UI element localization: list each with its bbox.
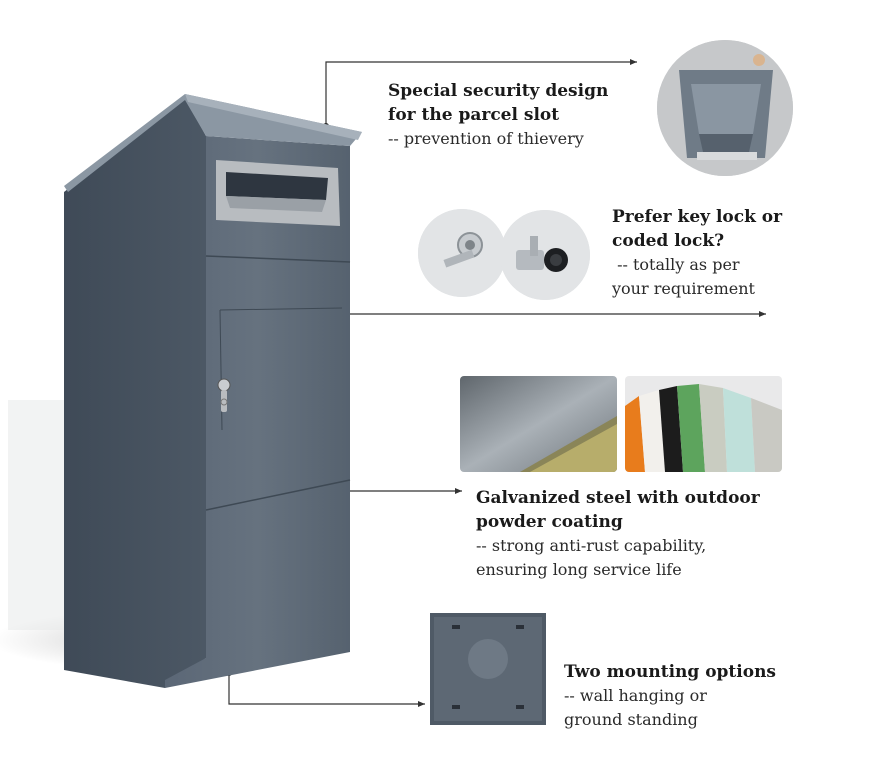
mounting-panel-photo xyxy=(428,609,548,729)
callout-subtext: -- prevention of thievery xyxy=(388,129,584,148)
callout-subtext: ground standing xyxy=(564,710,698,729)
powder-coating-swatches-icon xyxy=(625,376,782,472)
callout-heading: Prefer key lock or xyxy=(612,207,783,227)
galvanized-steel-photo xyxy=(460,376,617,472)
callout-lock-options: Prefer key lock or coded lock? -- totall… xyxy=(612,205,782,301)
callout-subtext: ensuring long service life xyxy=(476,560,682,579)
callout-galvanized-steel: Galvanized steel with outdoor powder coa… xyxy=(476,486,760,582)
key-lock-photo xyxy=(418,209,506,297)
coded-lock-photo xyxy=(500,210,590,300)
callout-mounting-options: Two mounting options -- wall hanging or … xyxy=(564,660,776,732)
parcel-box-icon xyxy=(0,94,362,688)
callout-subtext: -- totally as per xyxy=(612,255,740,274)
galvanized-steel-sheet-icon xyxy=(460,376,617,472)
leader-line-slot xyxy=(325,59,637,126)
slot-detail-photo xyxy=(657,40,793,176)
parcel-slot-interior-icon xyxy=(657,40,793,176)
callout-security-slot: Special security design for the parcel s… xyxy=(388,79,608,151)
cam-key-lock-icon xyxy=(418,209,506,297)
callout-subtext: your requirement xyxy=(612,279,755,298)
callout-heading: coded lock? xyxy=(612,231,725,251)
callout-subtext: -- strong anti-rust capability, xyxy=(476,536,707,555)
callout-heading: Galvanized steel with outdoor xyxy=(476,488,760,508)
back-panel-mounting-holes-icon xyxy=(430,613,546,725)
callout-heading: powder coating xyxy=(476,512,623,532)
combination-lock-icon xyxy=(500,210,590,300)
callout-subtext: -- wall hanging or xyxy=(564,686,707,705)
leader-line-mount xyxy=(228,673,425,707)
callout-heading: Special security design xyxy=(388,81,609,101)
callout-heading: for the parcel slot xyxy=(388,105,560,125)
callout-heading: Two mounting options xyxy=(564,662,777,682)
powder-coating-photo xyxy=(625,376,782,472)
